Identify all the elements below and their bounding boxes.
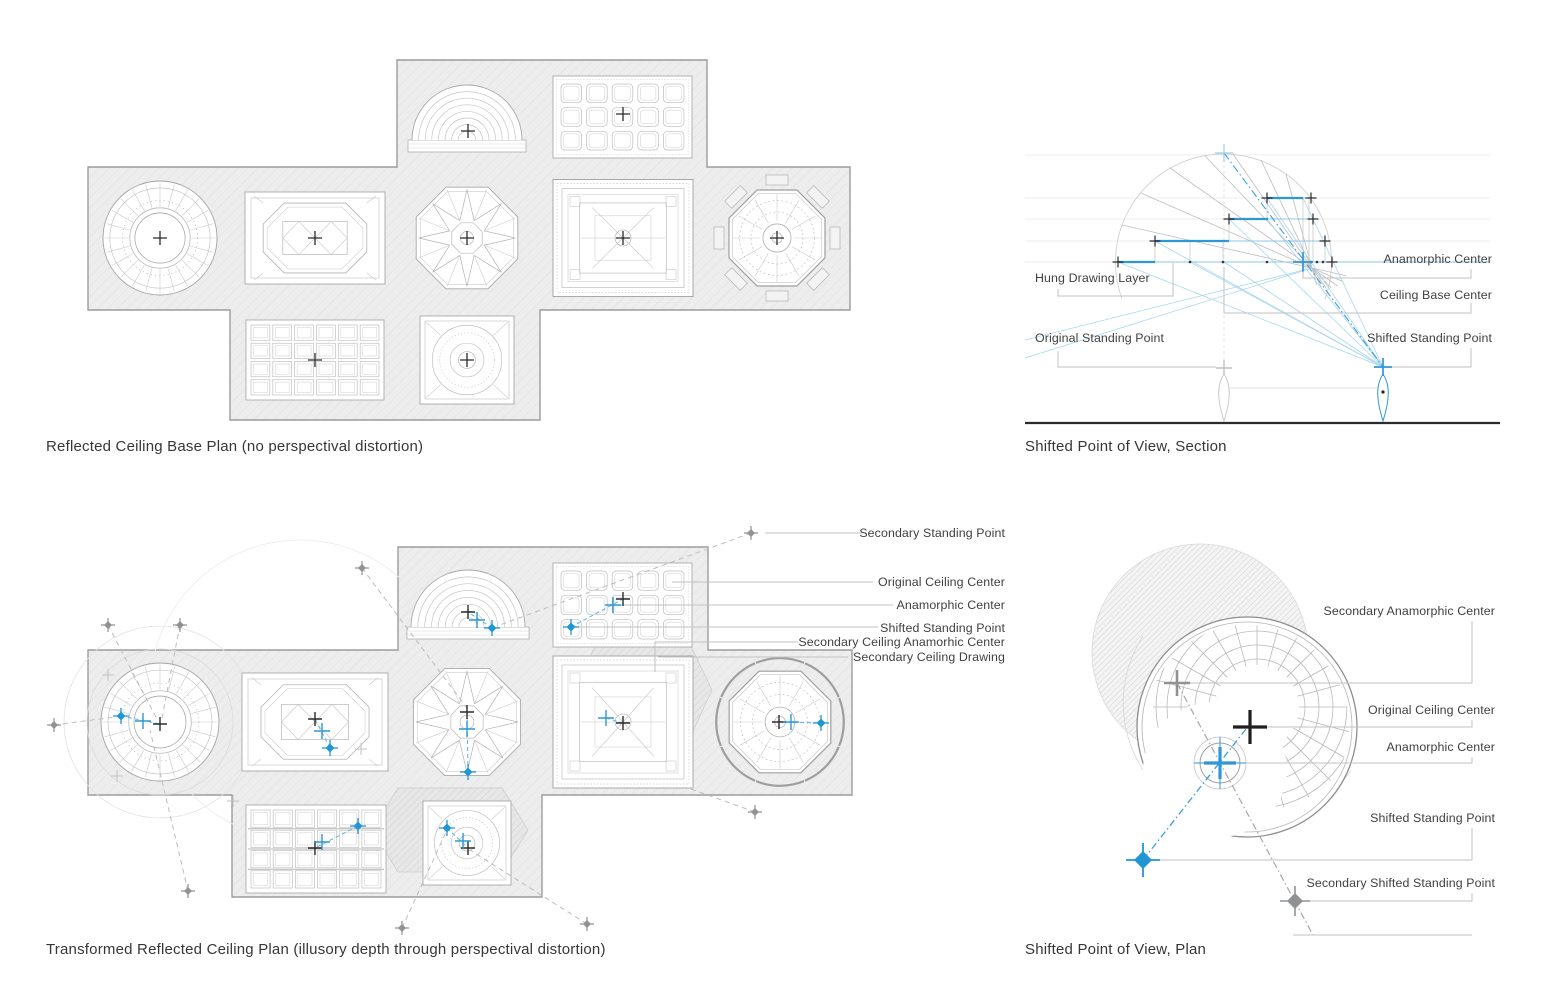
original-center-marker — [460, 353, 474, 367]
secondary-standing-point-marker — [748, 805, 762, 819]
shifted-standing-point-marker — [460, 764, 476, 780]
label-original-standing-point: Original Standing Point — [1035, 331, 1165, 345]
original-center-marker — [308, 353, 322, 367]
label-anamorphic-center-transformed: Anamorphic Center — [896, 598, 1005, 612]
anamorphic-center-marker — [314, 723, 330, 739]
label-hung-drawing-layer: Hung Drawing Layer — [1035, 271, 1150, 285]
anamorphic-center-marker — [314, 834, 330, 850]
shifted-standing-point-marker — [350, 818, 366, 834]
dome-apex-marker — [1215, 144, 1233, 162]
original-center-marker — [616, 231, 630, 245]
caption-base-plan: Reflected Ceiling Base Plan (no perspect… — [46, 438, 424, 455]
anamorphic-center-marker — [135, 713, 151, 729]
reference-cross-marker — [102, 669, 114, 681]
layer-end-marker — [1307, 213, 1319, 225]
label-secondary-ceiling-drawing: Secondary Ceiling Drawing — [853, 650, 1005, 664]
original-center-marker — [308, 841, 322, 855]
anamorphic-center-marker — [469, 612, 485, 628]
shifted-standing-point-marker — [113, 708, 129, 724]
label-shifted-standing-point-transformed: Shifted Standing Point — [880, 621, 1005, 635]
secondary-shifted-standing-point-marker — [1280, 886, 1310, 916]
layer-end-marker — [1326, 256, 1338, 268]
original-center-marker — [461, 124, 475, 138]
original-center-marker — [616, 592, 630, 606]
original-center-marker — [153, 717, 167, 731]
secondary-standing-point-marker — [355, 561, 369, 575]
label-anamorphic-center-plan: Anamorphic Center — [1386, 740, 1495, 754]
original-center-marker — [153, 231, 167, 245]
secondary-standing-point-marker — [101, 618, 115, 632]
shifted-standing-point-marker — [563, 619, 579, 635]
layer-end-marker — [1112, 256, 1124, 268]
layer-end-marker — [1319, 235, 1331, 247]
label-secondary-anamorphic-center: Secondary Anamorphic Center — [1323, 604, 1495, 618]
layer-end-marker — [1305, 192, 1317, 204]
original-center-marker — [460, 231, 474, 245]
shifted-standing-point-marker — [1374, 358, 1392, 376]
shifted-standing-point-marker — [1126, 843, 1160, 877]
anamorphic-center-marker — [455, 833, 471, 849]
original-center-marker — [308, 712, 322, 726]
label-original-ceiling-center-plan: Original Ceiling Center — [1368, 703, 1495, 717]
original-center-marker — [616, 107, 630, 121]
secondary-standing-point-marker — [181, 884, 195, 898]
original-center-marker — [461, 605, 475, 619]
section-drawing — [1024, 144, 1500, 425]
shifted-standing-point-marker — [439, 820, 455, 836]
original-center-marker — [308, 231, 322, 245]
secondary-anamorphic-center-marker — [1164, 670, 1190, 696]
secondary-standing-point-marker — [580, 917, 594, 931]
label-original-ceiling-center-transformed: Original Ceiling Center — [878, 575, 1005, 589]
caption-plan-view: Shifted Point of View, Plan — [1025, 941, 1207, 958]
anamorphic-center-marker — [459, 721, 475, 737]
anamorphic-center-marker — [783, 714, 799, 730]
reference-cross-marker — [111, 770, 123, 782]
layer-end-marker — [1223, 213, 1235, 225]
original-ceiling-center-marker — [1233, 710, 1267, 744]
caption-section: Shifted Point of View, Section — [1025, 438, 1227, 455]
label-shifted-standing-point-plan: Shifted Standing Point — [1370, 811, 1495, 825]
reference-cross-marker — [227, 795, 239, 807]
reference-cross-marker — [355, 743, 367, 755]
shifted-standing-point-marker — [484, 620, 500, 636]
secondary-standing-point-marker — [395, 921, 409, 935]
label-shifted-standing-point-section: Shifted Standing Point — [1367, 331, 1492, 345]
anamorphic-center-marker — [598, 710, 614, 726]
caption-transformed-plan: Transformed Reflected Ceiling Plan (illu… — [46, 941, 606, 958]
base-plan-drawing — [102, 75, 841, 405]
anamorphic-center-marker — [1204, 747, 1236, 779]
plan-view-drawing — [1091, 543, 1473, 936]
layer-end-marker — [1261, 192, 1273, 204]
secondary-standing-point-marker — [744, 526, 758, 540]
label-anamorphic-center-section: Anamorphic Center — [1383, 252, 1492, 266]
anamorphic-center-marker — [1293, 252, 1313, 272]
secondary-standing-point-marker — [173, 618, 187, 632]
secondary-standing-point-marker — [47, 718, 61, 732]
anamorphic-center-marker — [605, 597, 621, 613]
shifted-standing-point-marker — [322, 740, 338, 756]
label-secondary-shifted-standing-point: Secondary Shifted Standing Point — [1306, 876, 1495, 890]
layer-end-marker — [1149, 235, 1161, 247]
original-center-marker — [460, 705, 474, 719]
label-secondary-ceiling-anamorhic-center: Secondary Ceiling Anamorhic Center — [798, 635, 1005, 649]
label-secondary-standing-point: Secondary Standing Point — [859, 526, 1005, 540]
original-center-marker — [616, 716, 630, 730]
original-center-marker — [770, 231, 784, 245]
shifted-standing-point-marker — [813, 715, 829, 731]
label-ceiling-base-center: Ceiling Base Center — [1379, 288, 1492, 302]
transformed-plan-drawing — [47, 526, 893, 935]
